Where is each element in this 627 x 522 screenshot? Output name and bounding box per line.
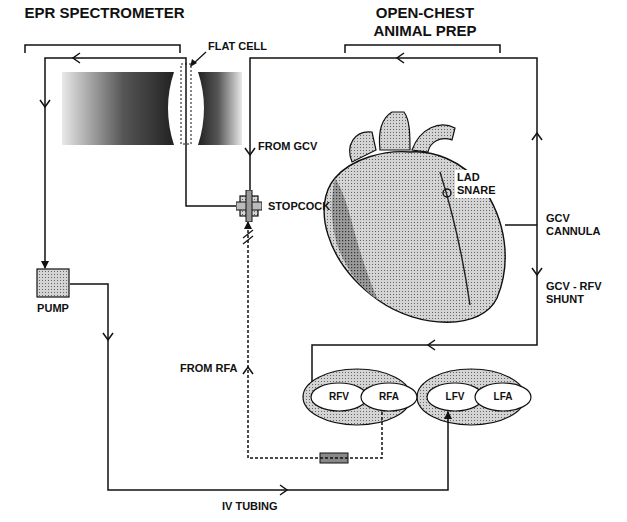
magnet [198, 72, 242, 145]
part-label: FLAT CELL [208, 40, 267, 53]
vessel-bundle [417, 369, 525, 425]
section-heading: OPEN-CHEST ANIMAL PREP [345, 4, 505, 40]
pump-box: PUMP [36, 268, 70, 298]
tubing-line [250, 58, 537, 382]
part-label: FROM RFA [180, 362, 237, 375]
node-label: RFV [329, 391, 349, 403]
node-label: LFV [446, 391, 465, 403]
catheter-tube [320, 453, 348, 463]
vessel-oval: RFA [360, 382, 418, 412]
part-label: FROM GCV [258, 140, 317, 153]
node-label: STOPCOCK [268, 200, 330, 212]
node-label: PUMP [37, 302, 69, 314]
node-outline [36, 268, 70, 298]
section-heading: EPR SPECTROMETER [22, 4, 187, 22]
flow-chevron [40, 53, 542, 495]
node-label: RFA [379, 391, 399, 403]
vessel-oval: RFV [310, 382, 368, 412]
part-label: LAD SNARE [455, 170, 503, 198]
node-label: LFA [494, 391, 513, 403]
part-label: GCV CANNULA [546, 212, 618, 238]
vessel-oval: LFA [474, 382, 532, 412]
tubing-connector [45, 58, 236, 268]
stopcock-valve: STOPCOCK [236, 190, 262, 222]
node-outline [236, 190, 262, 222]
arrowhead [190, 59, 197, 67]
part-label: GCV - RFV SHUNT [546, 280, 618, 306]
vessel-bundle [303, 369, 411, 425]
tubing-connector [70, 284, 448, 490]
tubing-connector [248, 222, 382, 458]
magnet [62, 72, 174, 145]
part-label: IV TUBING [222, 500, 278, 513]
heart [324, 112, 537, 322]
